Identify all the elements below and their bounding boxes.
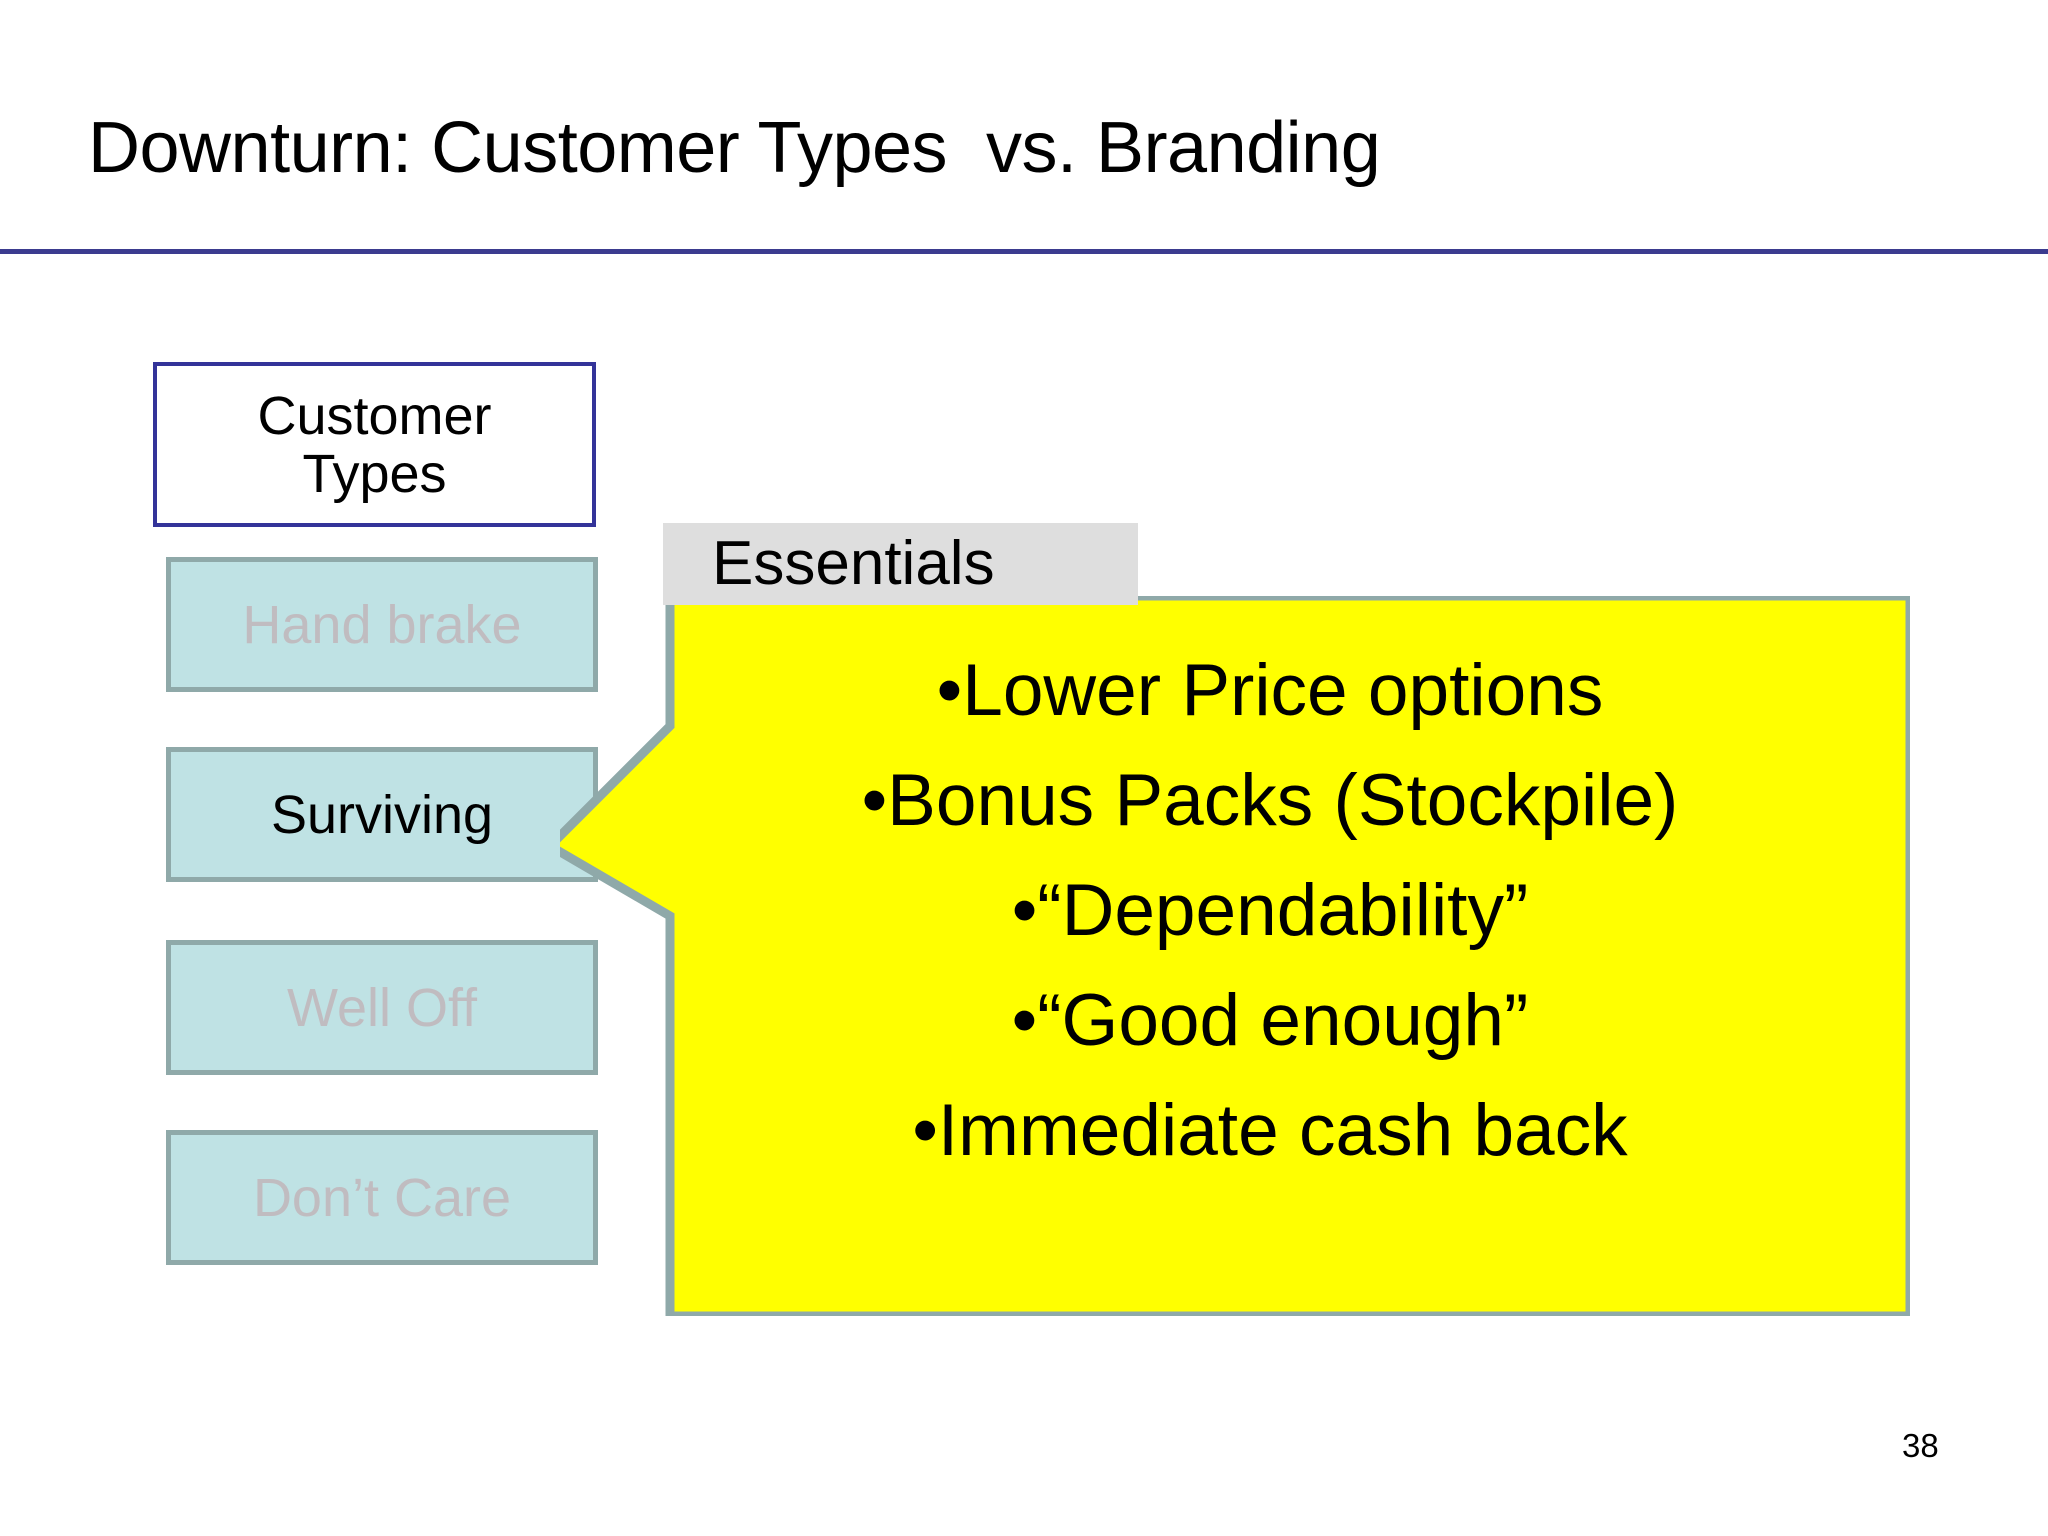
callout-bullet: •“Dependability” [1011,870,1529,951]
customer-types-header-box: Customer Types [153,362,596,527]
page-number: 38 [1902,1427,1939,1464]
essentials-tab-label: Essentials [712,529,995,598]
customer-types-header-label: Customer Types [257,385,492,504]
essentials-tab: Essentials [663,523,1138,605]
customer-type-label: Surviving [270,784,494,845]
callout-shape [560,596,1910,1316]
customer-type-dont-care[interactable]: Don’t Care [166,1130,598,1265]
customer-type-label: Don’t Care [252,1167,512,1228]
callout-bullet: •Lower Price options [936,650,1604,731]
customer-type-label: Well Off [286,977,478,1038]
essentials-callout: •Lower Price options •Bonus Packs (Stock… [560,596,1910,1316]
customer-type-well-off[interactable]: Well Off [166,940,598,1075]
page-title: Downturn: Customer Types vs. Branding [88,108,1381,188]
callout-bullet-list: •Lower Price options •Bonus Packs (Stock… [680,636,1860,1186]
callout-bullet: •“Good enough” [1011,980,1529,1061]
callout-bullet: •Immediate cash back [912,1090,1628,1171]
customer-type-surviving[interactable]: Surviving [166,747,598,882]
customer-type-label: Hand brake [242,594,522,655]
customer-type-hand-brake[interactable]: Hand brake [166,557,598,692]
callout-bullet: •Bonus Packs (Stockpile) [861,760,1679,841]
title-divider [0,249,2048,254]
